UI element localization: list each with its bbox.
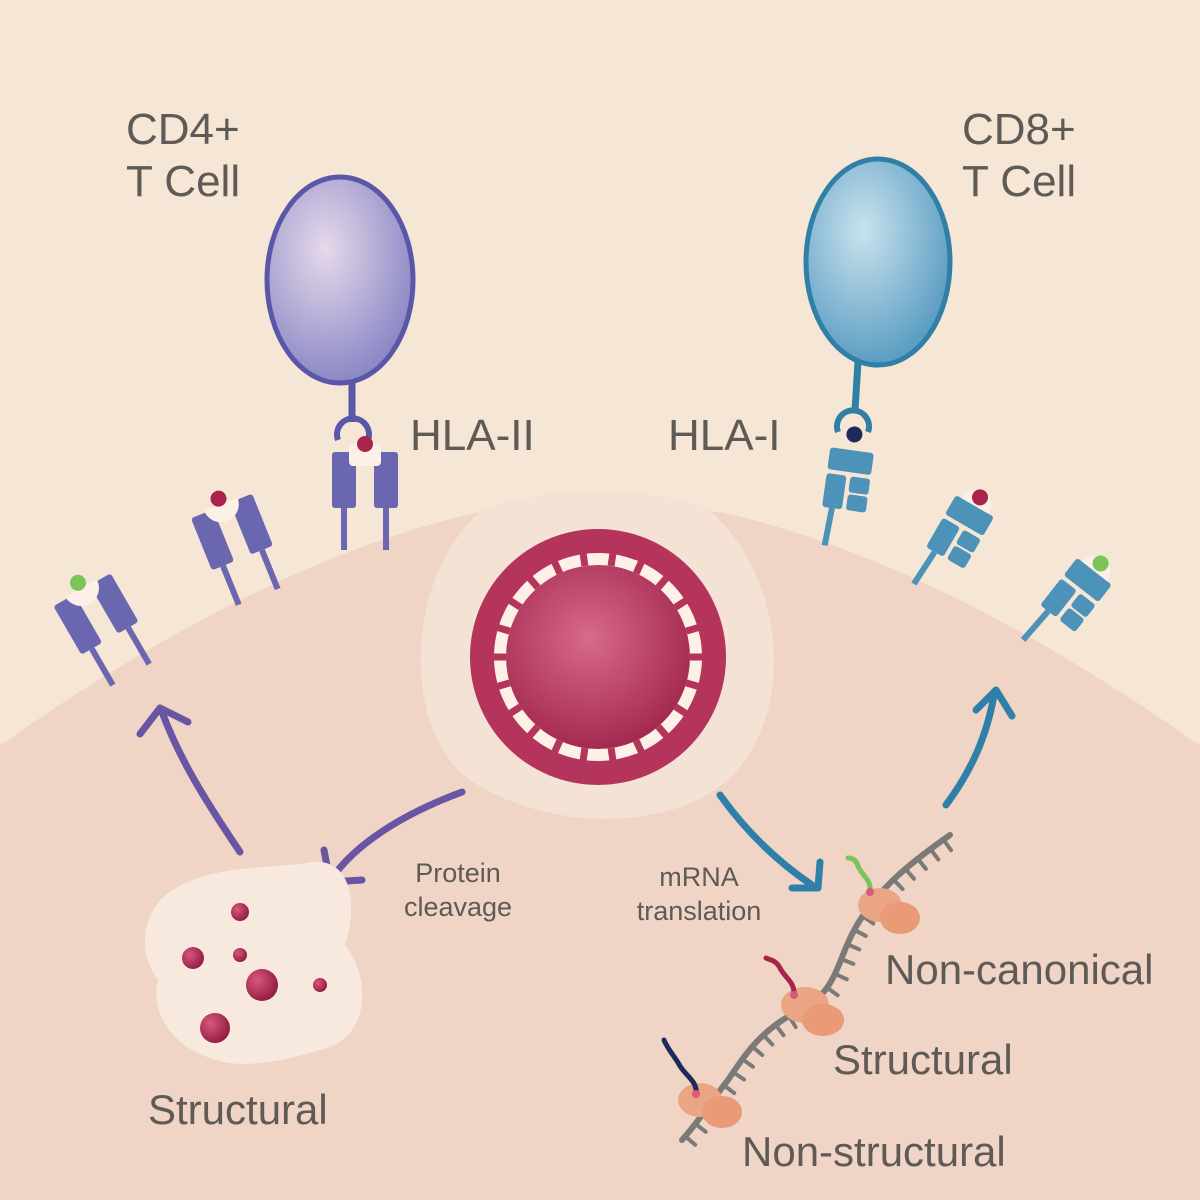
ribosome-non-canonical — [845, 855, 920, 934]
rna-base — [915, 856, 928, 871]
virus-spike — [607, 747, 619, 775]
mrna-translation-label: mRNA translation — [614, 860, 784, 928]
presentation-arrow-hla-ii — [136, 704, 244, 856]
virus-spike — [633, 739, 651, 766]
rna-base — [903, 866, 916, 881]
cd8-label-line2: T Cell — [962, 157, 1077, 206]
cd4-label: CD4+ T Cell — [126, 104, 240, 208]
virus-spike — [673, 590, 700, 611]
cd8-label-line1: CD8+ — [962, 105, 1076, 154]
rna-base — [891, 877, 905, 891]
virus-spike — [545, 548, 563, 575]
protein-cleavage-line2: cleavage — [403, 892, 513, 922]
cd4-label-line2: T Cell — [126, 157, 241, 206]
non-structural-label: Non-structural — [742, 1128, 1006, 1175]
rna-base — [825, 985, 840, 998]
hla-ii-molecule-left — [54, 574, 152, 687]
hla-ii-molecule-engaged — [332, 436, 398, 550]
virus-spike — [496, 703, 523, 724]
virus-spike — [577, 539, 589, 567]
rna-base — [721, 1083, 737, 1096]
mrna-translation-line1: mRNA — [659, 862, 739, 892]
virus-spike — [673, 703, 700, 724]
ribosome-non-structural — [661, 1037, 742, 1128]
hla-i-molecule-engaged — [821, 426, 874, 546]
mrna-translation-line2: translation — [636, 896, 762, 926]
ribosome-structural — [763, 955, 844, 1036]
virus-spike — [483, 679, 511, 694]
structural-label-left: Structural — [148, 1086, 328, 1133]
hla-ii-label: HLA-II — [410, 411, 535, 460]
presentation-arrow-hla-i — [942, 686, 1016, 809]
virus-spike — [483, 620, 511, 635]
virus-spike — [577, 747, 589, 775]
cd8-label: CD8+ T Cell — [962, 104, 1076, 208]
cd4-t-cell — [264, 174, 416, 442]
virus-spike — [685, 620, 713, 635]
virus-spike — [545, 739, 563, 766]
rna-base — [693, 1121, 708, 1134]
virus-spikes — [480, 539, 716, 775]
hla-i-molecule-middle — [911, 489, 993, 586]
rna-base — [845, 942, 862, 952]
cd8-t-cell — [803, 156, 953, 434]
hla-ii-molecule-middle — [191, 490, 281, 606]
virus-spike — [655, 565, 678, 590]
protein-cleavage-line1: Protein — [415, 858, 501, 888]
virus-spike — [518, 724, 541, 749]
rna-base — [839, 957, 856, 966]
mrna-translation-arrow — [716, 791, 824, 892]
rna-base — [833, 971, 849, 982]
rna-base — [683, 1134, 698, 1147]
rna-base — [773, 1022, 786, 1038]
rna-base — [731, 1070, 747, 1082]
virus-spike — [607, 539, 619, 567]
non-canonical-label: Non-canonical — [885, 946, 1154, 993]
virus-spike — [518, 565, 541, 590]
protein-cleavage-label: Protein cleavage — [388, 856, 528, 924]
virus-spike — [685, 679, 713, 694]
cd4-label-line1: CD4+ — [126, 105, 240, 154]
rna-base — [740, 1057, 755, 1069]
virus-particle — [470, 529, 726, 785]
virus-spike — [496, 590, 523, 611]
rna-base — [860, 914, 876, 926]
lysosome — [144, 861, 363, 1064]
structural-label-right: Structural — [833, 1036, 1013, 1083]
rna-base — [761, 1033, 775, 1047]
hla-i-molecule-right — [1020, 555, 1111, 642]
hla-i-label: HLA-I — [668, 411, 781, 460]
virus-spike — [633, 548, 651, 575]
rna-base — [928, 847, 941, 862]
rna-base — [852, 927, 868, 938]
rna-base — [941, 837, 954, 853]
rna-base — [750, 1044, 765, 1058]
virus-spike — [655, 724, 678, 749]
